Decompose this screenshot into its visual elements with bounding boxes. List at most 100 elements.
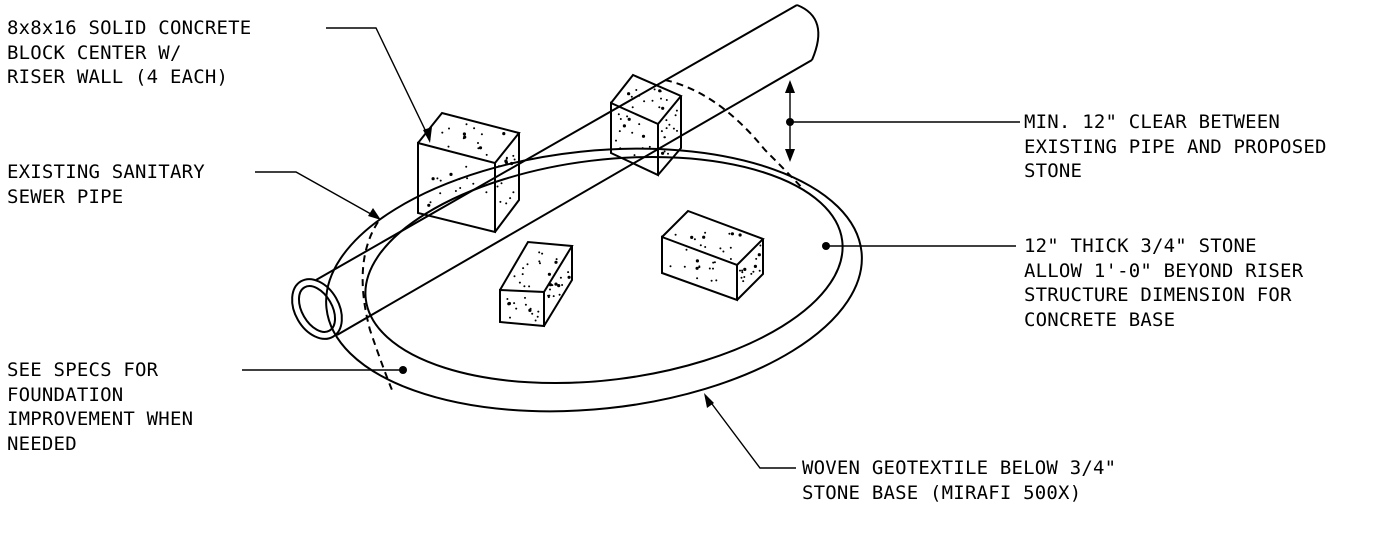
stipple-dot [696,277,699,280]
stipple-dot [702,235,706,239]
stipple-dot [512,191,515,194]
stipple-dot [500,182,503,185]
stipple-dot [454,190,457,192]
stipple-dot [459,187,462,189]
stipple-dot [447,145,450,148]
stipple-dot [515,307,518,310]
stipple-dot [507,301,511,306]
stipple-dot [549,288,551,291]
stipple-dot [665,99,668,101]
stipple-dot [668,123,671,126]
stipple-dot [513,158,516,161]
stipple-dot [502,132,506,136]
pipe-end-inner [297,285,337,333]
stipple-dot [473,127,476,130]
stipple-dot [685,248,688,251]
stipple-dot [631,131,634,134]
stipple-dot [538,251,541,254]
stipple-dot [759,244,762,247]
stipple-dot [509,197,512,200]
stipple-dot [522,267,525,270]
stipple-dot [712,267,714,270]
stipple-dot [551,284,554,287]
stipple-dot [558,293,561,296]
stipple-dot [528,285,531,288]
stipple-dot [534,319,537,322]
stipple-dot [615,139,617,142]
stipple-dot [728,232,731,235]
label-sewer-pipe-line-2: SEWER PIPE [7,185,124,208]
stipple-dot [719,247,722,250]
stipple-dot [676,129,678,132]
stipple-dot [710,279,713,282]
stipple-dot [505,157,508,160]
stipple-dot [651,99,654,102]
stipple-dot [541,252,544,255]
concrete-stipple [427,88,762,322]
stipple-dot [547,272,552,276]
stipple-dot [669,265,672,268]
stipple-dot [618,130,621,133]
stipple-dot [529,307,532,310]
label-geotextile: WOVEN GEOTEXTILE BELOW 3/4" STONE BASE (… [802,456,1116,505]
stipple-dot [631,106,634,109]
label-geotextile-line-2: STONE BASE (MIRAFI 500X) [802,481,1082,504]
stipple-dot [466,177,469,180]
stipple-dot [674,233,677,236]
concrete-block-4 [661,209,765,302]
stipple-dot [505,202,508,205]
stipple-dot [619,147,622,150]
stipple-dot [548,283,553,287]
stipple-dot [627,117,631,121]
stipple-dot [667,152,669,155]
stipple-dot [557,284,561,288]
stipple-dot [524,303,527,306]
stipple-dot [498,165,500,168]
stipple-dot [663,150,666,153]
stipple-dot [638,94,641,97]
stipple-dot [559,276,562,279]
stipple-dot [693,238,696,241]
stipple-dot [635,89,638,91]
stipple-dot [509,316,511,319]
label-stone-line-1: 12" THICK 3/4" STONE [1024,235,1257,257]
stipple-dot [758,269,761,272]
stipple-dot [537,310,540,313]
label-sewer-pipe: EXISTING SANITARY SEWER PIPE [7,160,205,209]
pipe-hidden-lines [361,79,805,391]
stipple-dot [743,276,746,278]
stipple-dot [730,232,735,236]
stipple-dot [752,270,755,273]
stipple-dot [630,95,633,98]
concrete-block-2 [610,73,683,177]
stipple-dot [641,134,646,138]
stipple-dot [660,97,662,100]
label-clearance-line-2: EXISTING PIPE AND PROPOSED [1024,135,1327,158]
stipple-dot [661,106,665,110]
stipple-dot [436,177,439,180]
label-stone: 12" THICK 3/4" STONE ALLOW 1'-0" BEYOND … [1024,234,1303,332]
label-clearance-line-3: STONE [1024,160,1083,182]
label-clearance: MIN. 12" CLEAR BETWEEN EXISTING PIPE AND… [1024,110,1327,184]
stipple-dot [496,185,499,188]
stone-base-top-edge [364,155,844,385]
stipple-dot [757,253,761,257]
stipple-dot [567,275,571,279]
stipple-dot [674,114,677,117]
stipple-dot [561,284,564,286]
pipe-end-outer [291,278,343,340]
stipple-dot [485,153,488,156]
stipple-dot [552,295,555,298]
stipple-dot [554,260,558,264]
stipple-dot [661,151,665,155]
stipple-dot [653,88,656,91]
label-specs: SEE SPECS FOR FOUNDATION IMPROVEMENT WHE… [7,358,193,456]
stipple-dot [715,279,718,282]
stipple-dot [699,244,702,247]
stipple-dot [431,177,435,181]
stipple-dot [708,267,711,270]
stipple-dot [504,160,508,164]
stipple-dot [643,100,646,103]
stipple-dot [722,250,725,253]
stone-base [325,147,863,413]
